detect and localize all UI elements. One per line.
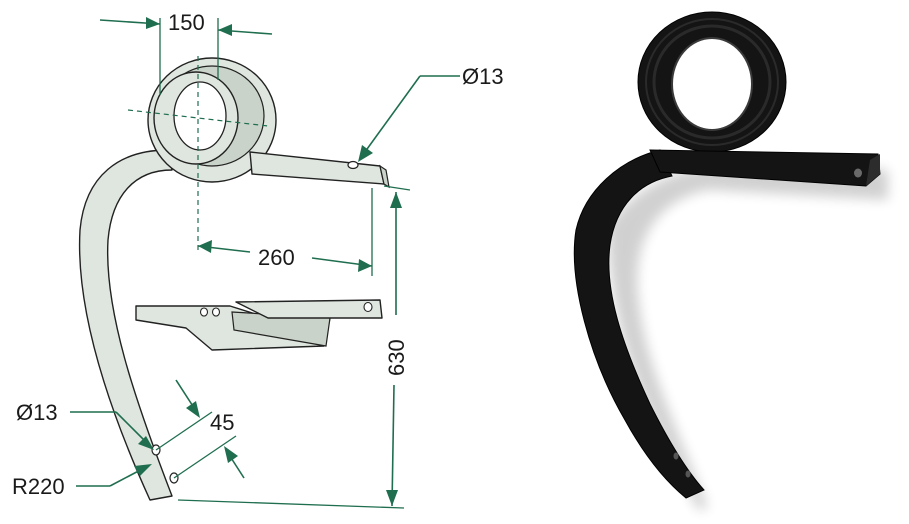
dim-total-height: 630 xyxy=(177,185,411,509)
tine-coil xyxy=(147,57,277,183)
photo-arm-hole xyxy=(854,168,862,178)
dim-bottom-hole-label: Ø13 xyxy=(16,400,58,425)
dim-top-hole: Ø13 xyxy=(358,64,504,162)
tine-photo xyxy=(573,11,888,510)
photo-tine-bar xyxy=(573,149,705,499)
top-mounting-hole xyxy=(347,160,359,170)
tine-bar xyxy=(78,149,173,501)
dim-top-hole-label: Ø13 xyxy=(462,64,504,89)
mounting-bracket xyxy=(135,299,383,351)
dim-coil-width-label: 150 xyxy=(168,10,205,35)
dim-arm-length: 260 xyxy=(197,188,373,276)
dim-coil-width: 150 xyxy=(99,10,273,95)
dim-arm-length-label: 260 xyxy=(258,245,295,270)
dim-bend-radius: R220 xyxy=(12,464,152,499)
dim-hole-spacing: 45 xyxy=(155,379,245,479)
dim-hole-spacing-label: 45 xyxy=(210,410,234,435)
dim-bottom-hole: Ø13 xyxy=(16,400,154,450)
dim-total-height-label: 630 xyxy=(384,339,409,376)
tine-drawing: 150 Ø13 260 630 xyxy=(12,10,504,509)
photo-coil xyxy=(637,11,787,153)
dim-bend-radius-label: R220 xyxy=(12,474,65,499)
